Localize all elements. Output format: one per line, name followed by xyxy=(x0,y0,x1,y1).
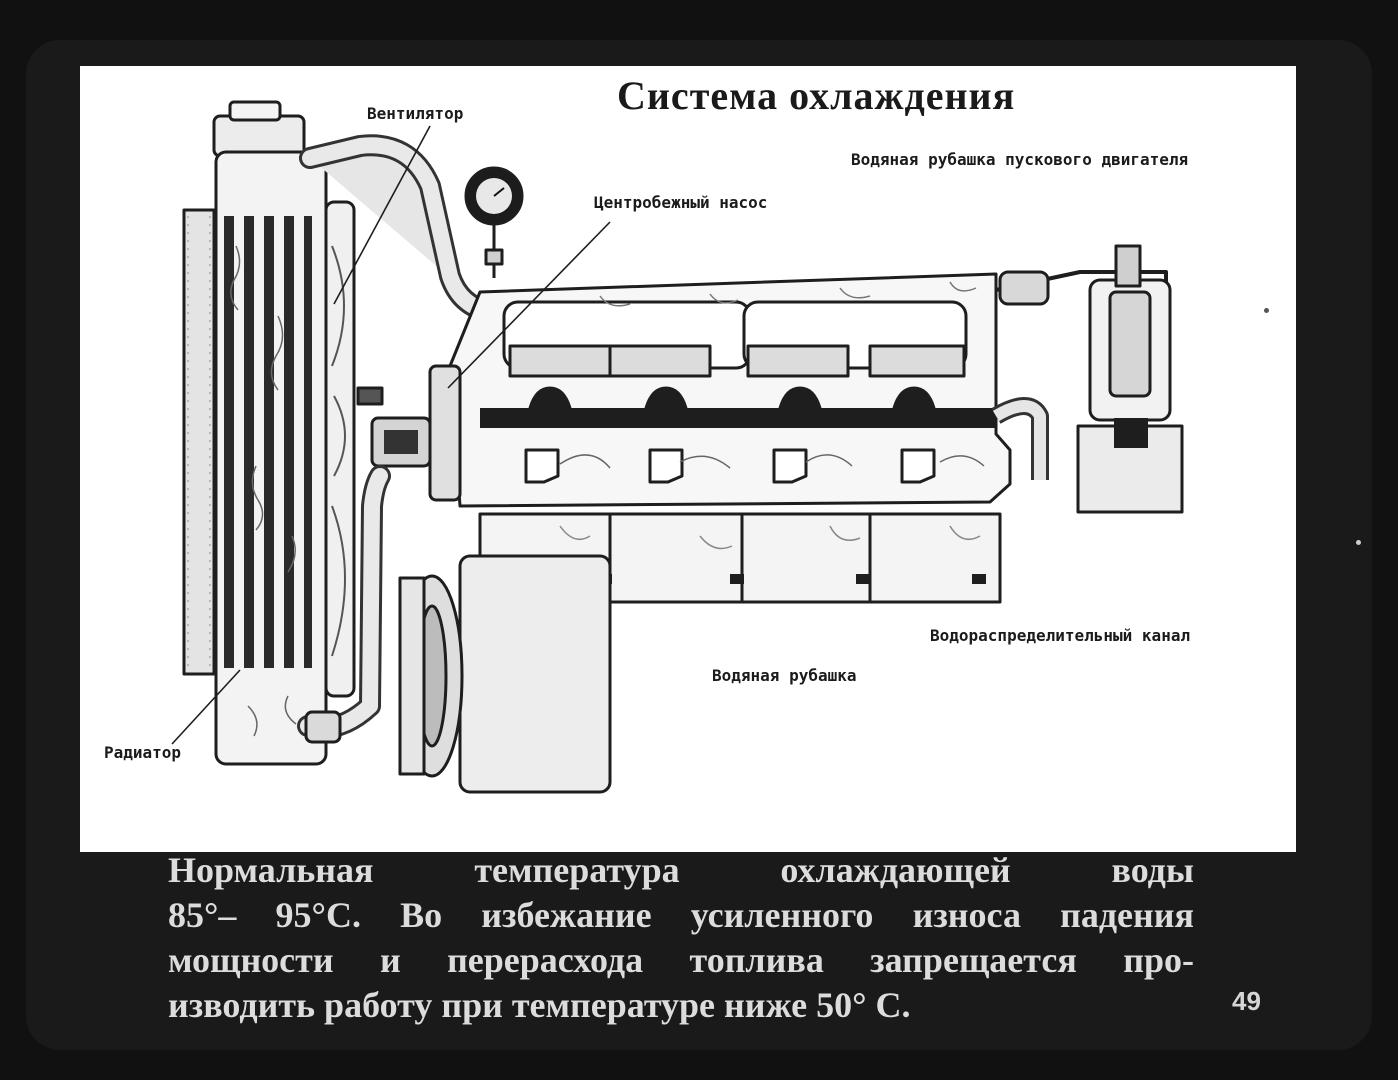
slide-title: Система охлаждения xyxy=(617,73,1016,118)
page-number: 49 xyxy=(1232,986,1261,1016)
caption-text: Нормальная температура охлаждающей воды … xyxy=(168,848,1194,1028)
caption-line-2: 85°– 95°С. Во избежание усиленного износ… xyxy=(168,895,1194,935)
cooling-system-diagram xyxy=(171,100,1184,794)
label-centrifugal-pump: Центробежный насос xyxy=(594,193,768,212)
film-speck xyxy=(1264,308,1269,313)
lower-hose xyxy=(297,465,391,744)
flywheel-housing xyxy=(398,554,612,794)
engine-block xyxy=(448,272,1012,508)
fan-leader-line xyxy=(333,125,431,305)
start-engine xyxy=(1076,244,1184,514)
label-fan: Вентилятор xyxy=(367,104,464,123)
label-distribution-channel: Водораспределительный канал xyxy=(930,626,1191,645)
label-start-engine-water-jacket: Водяная рубашка пускового двигателя xyxy=(851,150,1189,169)
label-radiator: Радиатор xyxy=(104,743,182,762)
pump-leader-line xyxy=(447,221,611,389)
caption-line-4: изводить работу при температуре ниже 50°… xyxy=(168,985,911,1025)
film-speck xyxy=(1356,540,1361,545)
radiator-leader-line xyxy=(171,669,241,745)
temperature-gauge xyxy=(464,166,524,278)
radiator xyxy=(182,100,328,766)
label-water-jacket: Водяная рубашка xyxy=(712,666,857,685)
fan xyxy=(324,200,356,698)
caption-line-3: мощности и перерасхода топлива запрещает… xyxy=(168,940,1194,980)
caption-line-1: Нормальная температура охлаждающей воды xyxy=(168,850,1194,890)
centrifugal-pump xyxy=(356,364,462,502)
